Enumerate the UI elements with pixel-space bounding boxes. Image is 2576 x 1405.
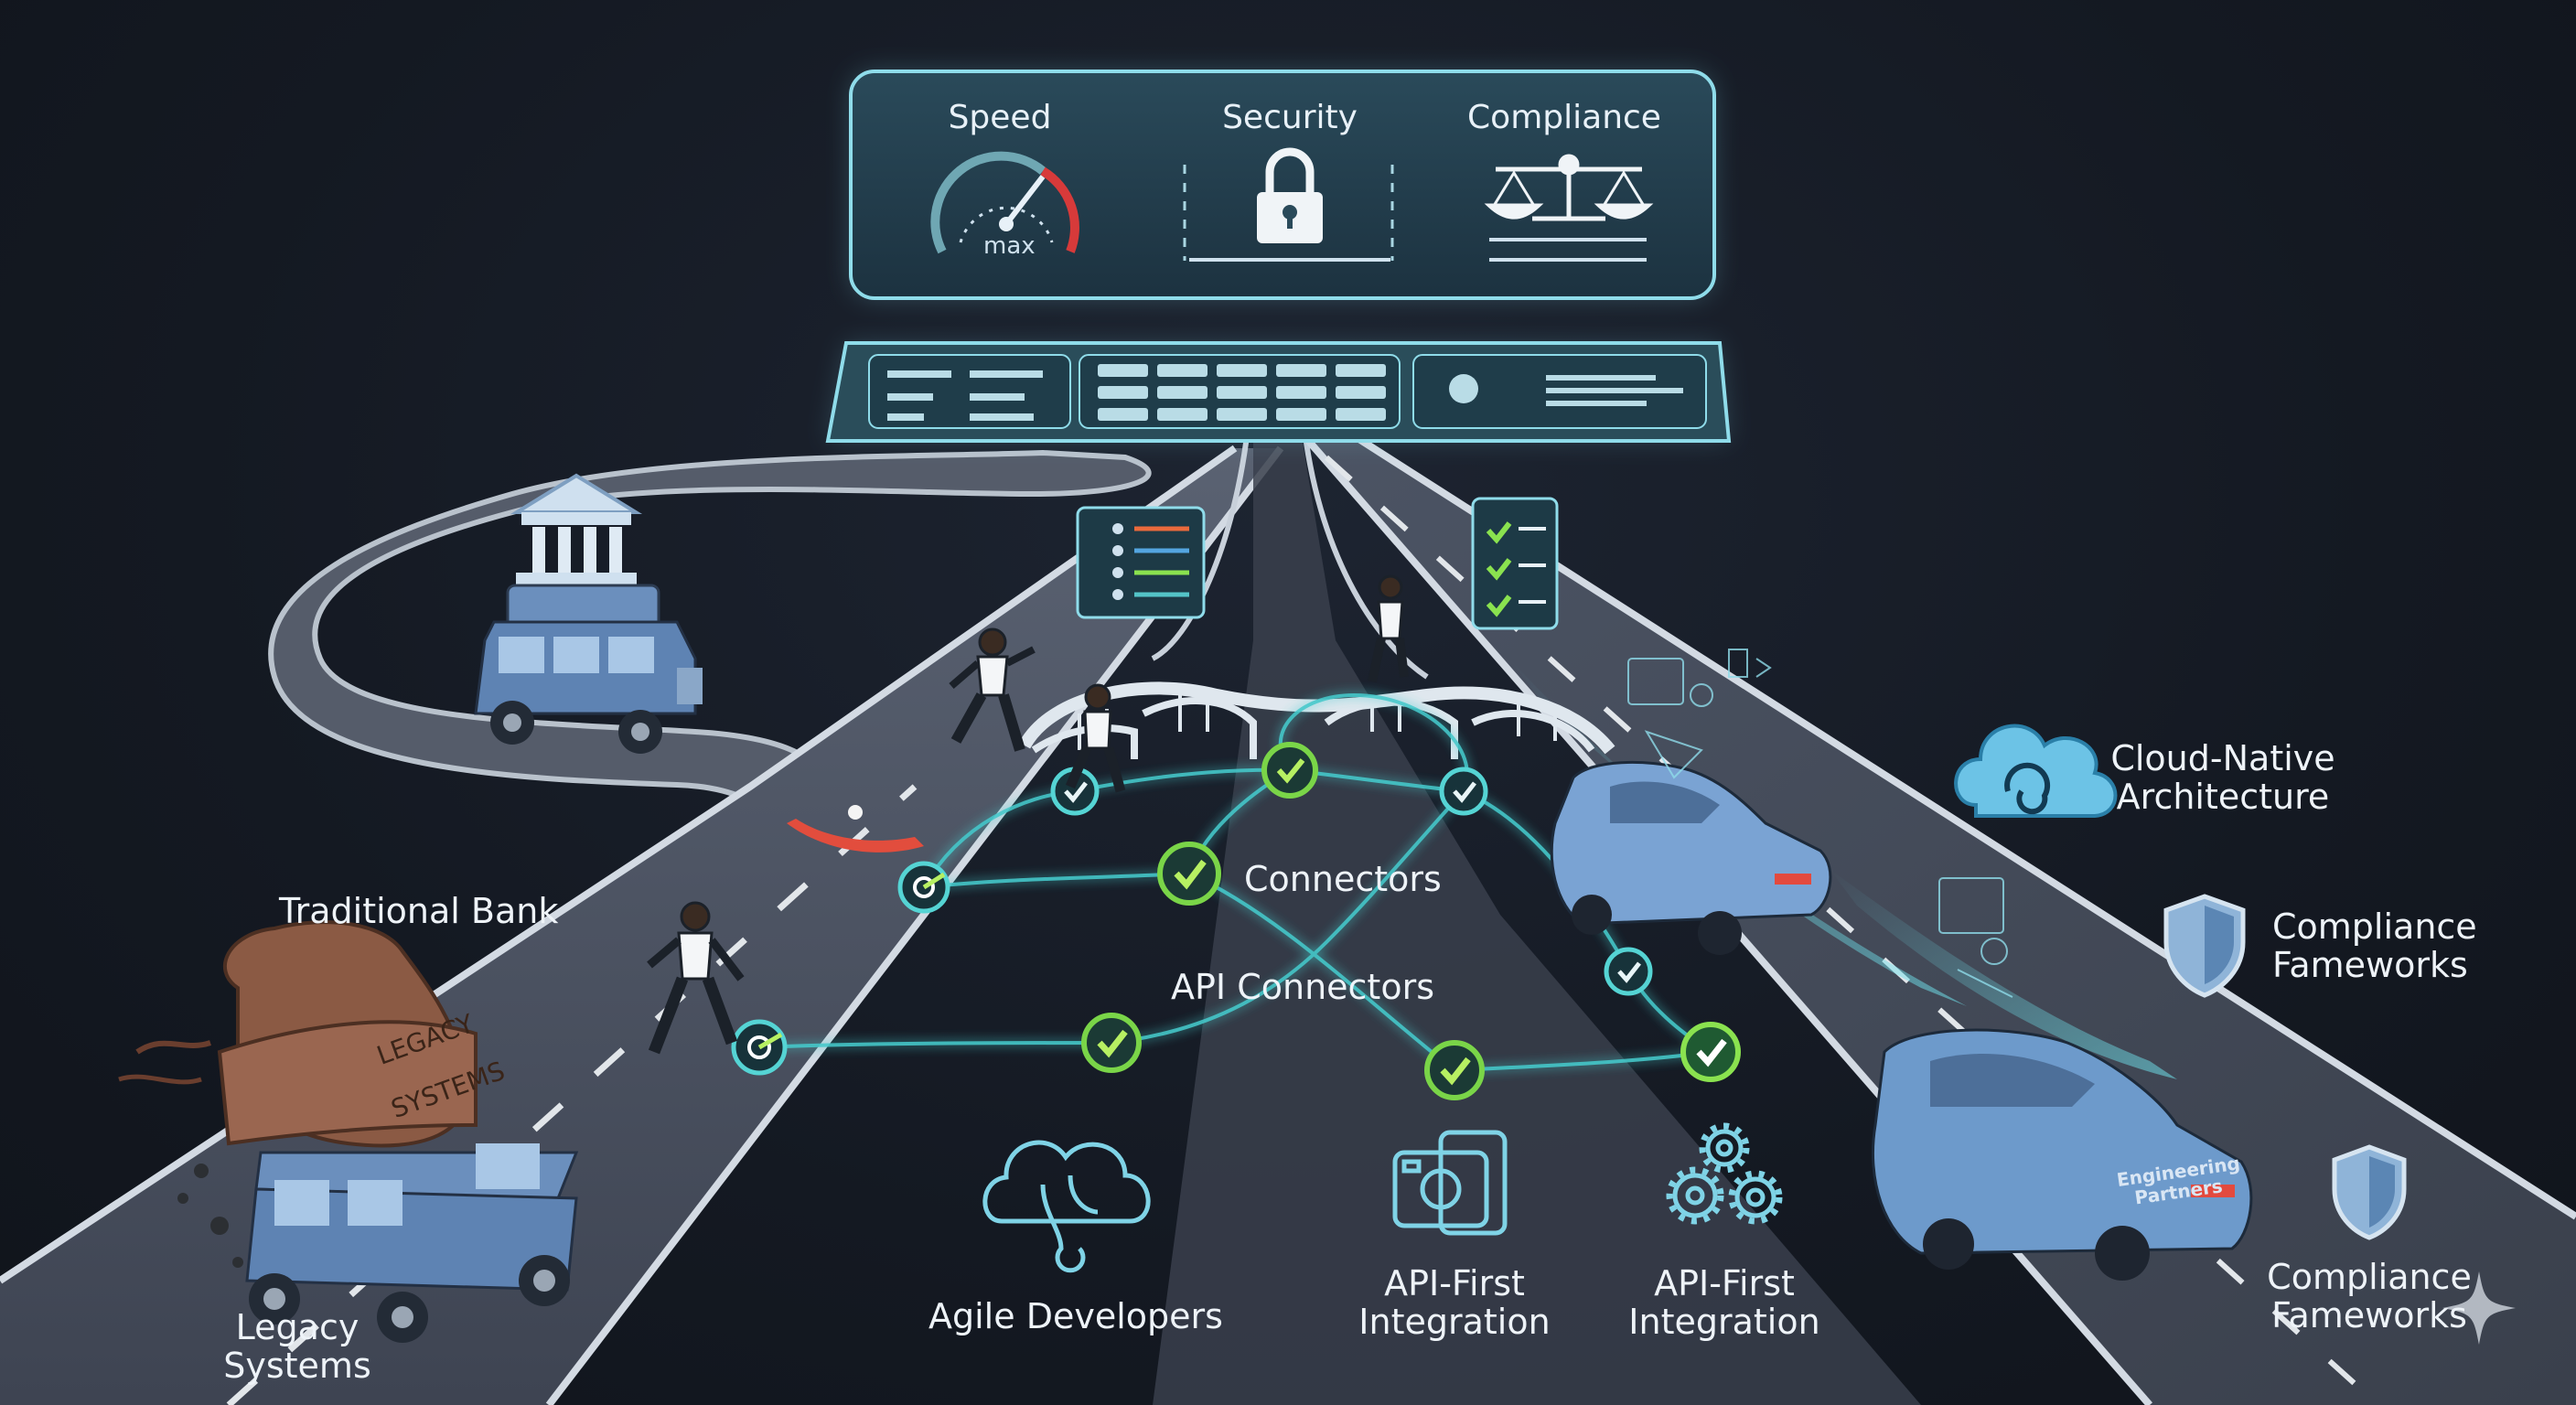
bank-building-icon bbox=[510, 473, 643, 585]
api-first-2-line1: API-First bbox=[1654, 1263, 1795, 1303]
cloud-swirl-icon bbox=[1954, 724, 2118, 818]
api-first-1-line1: API-First bbox=[1384, 1263, 1525, 1303]
target-node-icon bbox=[731, 1019, 788, 1076]
hologram-fragments bbox=[1627, 649, 2013, 998]
security-label: Security bbox=[1222, 99, 1358, 136]
compliance-label: Compliance bbox=[1467, 99, 1661, 136]
speed-trail-2 bbox=[1830, 869, 2177, 1079]
compliance-fw-1-line1: Compliance bbox=[2272, 906, 2477, 947]
cloud-native-architecture-label: Cloud-Native Architecture bbox=[2104, 739, 2342, 816]
legacy-systems-label: Legacy Systems bbox=[220, 1308, 375, 1385]
compliance-fw-1-line2: Fameworks bbox=[2272, 945, 2468, 985]
red-canoe bbox=[787, 805, 924, 853]
status-list-hologram bbox=[1076, 506, 1206, 619]
checkmark-icon bbox=[1439, 767, 1488, 816]
checkmark-icon bbox=[1604, 947, 1653, 996]
modern-road bbox=[1299, 430, 2576, 1405]
checkmark-icon bbox=[1157, 842, 1221, 906]
legacy-systems-label-line2: Systems bbox=[223, 1346, 371, 1386]
legacy-van-top bbox=[474, 584, 703, 754]
modern-car-2 bbox=[1871, 1028, 2253, 1281]
checklist-hologram bbox=[1471, 497, 1559, 630]
balance-scale-icon bbox=[1484, 154, 1654, 221]
padlock-icon bbox=[1257, 147, 1323, 243]
api-first-integration-label-2: API-First Integration bbox=[1624, 1264, 1825, 1341]
checkmark-icon bbox=[1261, 742, 1318, 799]
api-first-integration-label-1: API-First Integration bbox=[1354, 1264, 1555, 1341]
compliance-fw-2-line1: Compliance bbox=[2267, 1257, 2472, 1297]
legacy-systems-label-line1: Legacy bbox=[235, 1307, 360, 1347]
metrics-panel bbox=[849, 70, 1716, 300]
speed-label: Speed bbox=[948, 99, 1052, 136]
checkmark-icon bbox=[1680, 1022, 1741, 1082]
compliance-frameworks-label-2: Compliance Fameworks bbox=[2259, 1258, 2479, 1335]
center-road bbox=[1153, 421, 1921, 1405]
traditional-bank-label: Traditional Bank bbox=[279, 891, 559, 931]
checkmark-icon bbox=[1424, 1040, 1485, 1100]
cloud-hook-icon bbox=[982, 1140, 1151, 1273]
shield-icon bbox=[2332, 1144, 2407, 1240]
camera-puzzle-icon bbox=[1392, 1130, 1508, 1236]
center-road-edge-l bbox=[1151, 420, 1251, 661]
api-connectors-label: API Connectors bbox=[1171, 967, 1434, 1007]
sparkle-icon bbox=[2442, 1271, 2516, 1345]
compliance-frameworks-label-1: Compliance Fameworks bbox=[2272, 907, 2477, 984]
checkmark-icon bbox=[1081, 1013, 1142, 1073]
shield-icon bbox=[2163, 894, 2246, 998]
compliance-fw-2-line2: Fameworks bbox=[2271, 1295, 2467, 1335]
cloud-native-line1: Cloud-Native bbox=[2110, 738, 2335, 778]
api-first-1-line2: Integration bbox=[1358, 1302, 1551, 1342]
api-first-2-line2: Integration bbox=[1628, 1302, 1820, 1342]
speedometer-icon bbox=[930, 151, 1079, 254]
dashboard-platform bbox=[825, 341, 1732, 443]
cloud-native-line2: Architecture bbox=[2116, 777, 2330, 817]
target-node-icon bbox=[897, 861, 950, 914]
connectors-label: Connectors bbox=[1244, 859, 1442, 899]
speed-gauge-max-label: max bbox=[983, 232, 1036, 260]
agile-developers-label: Agile Developers bbox=[928, 1296, 1223, 1336]
legacy-van-with-cargo bbox=[118, 920, 579, 1343]
gears-icon bbox=[1666, 1122, 1783, 1225]
agile-developer-figures bbox=[647, 574, 1409, 1055]
legacy-lane-dash bbox=[226, 784, 918, 1405]
modern-car-1 bbox=[1550, 760, 1832, 955]
